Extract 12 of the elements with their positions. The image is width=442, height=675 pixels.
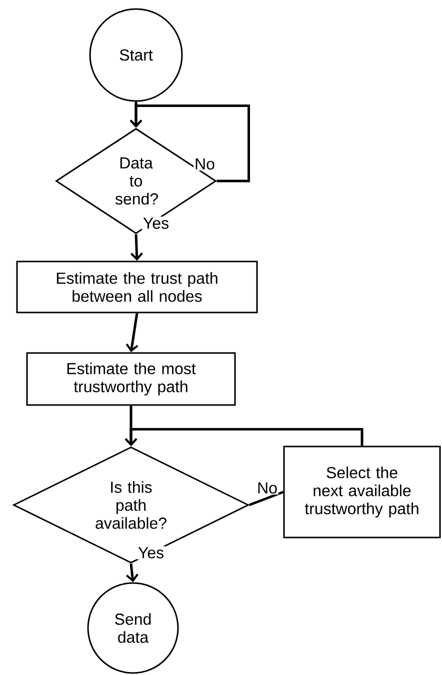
arrow	[130, 234, 143, 261]
arrow	[126, 564, 138, 582]
edge-label: No	[194, 157, 216, 171]
edge-label: Yes	[136, 546, 166, 560]
edge-label: No	[256, 481, 278, 495]
arrow	[124, 428, 364, 446]
arrow	[126, 313, 138, 352]
process-box: Select the next available trustworthy path	[283, 446, 441, 538]
edge-label: Yes	[142, 216, 170, 230]
process-box: Estimate the most trustworthy path	[26, 352, 236, 406]
arrow	[130, 104, 250, 182]
process-box: Estimate the trust path between all nodes	[16, 260, 258, 314]
